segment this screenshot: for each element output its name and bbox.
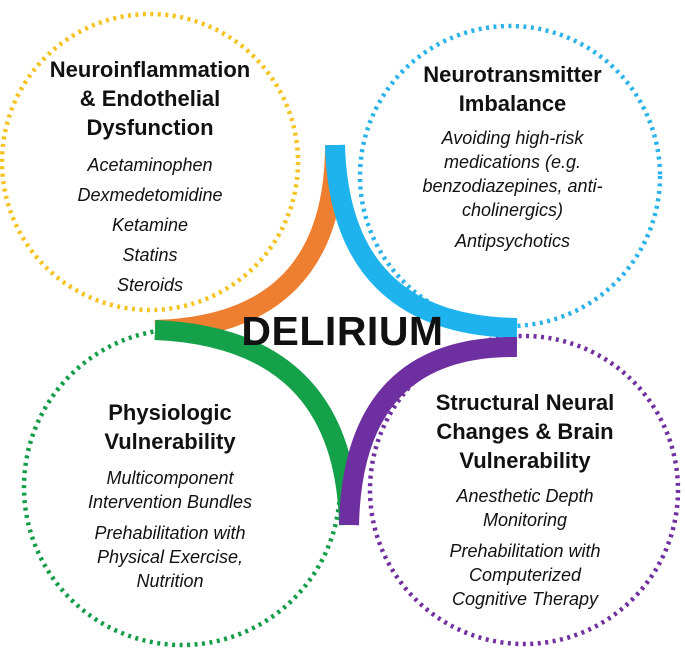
circle-bottom-right [367, 333, 681, 647]
intervention-item: Intervention Bundles [87, 492, 253, 512]
circle-title-line: Vulnerability [104, 429, 236, 454]
intervention-item: Computerized [468, 565, 582, 585]
circle-top-right [357, 23, 663, 329]
intervention-item: Multicomponent [106, 468, 234, 488]
intervention-item: Antipsychotics [454, 231, 571, 251]
circle-top-left [0, 11, 301, 313]
intervention-item: Cognitive Therapy [451, 589, 599, 609]
arc-blue [325, 144, 518, 338]
intervention-item: medications (e.g. [443, 152, 582, 172]
circle-title-line: & Endothelial [79, 86, 221, 111]
intervention-item: Avoiding high-risk [441, 128, 584, 148]
intervention-item: Prehabilitation with [449, 541, 601, 561]
circle-title-line: Physiologic [108, 400, 232, 425]
intervention-item: benzodiazepines, anti- [422, 176, 603, 196]
circle-title-line: Neuroinflammation [49, 57, 251, 82]
circle-title-line: Dysfunction [86, 115, 214, 140]
circle-title-line: Vulnerability [459, 448, 591, 473]
circle-title-line: Neurotransmitter [423, 62, 602, 87]
circle-top-right-text: Neurotransmitter Imbalance Avoiding high… [390, 60, 635, 253]
center-title: DELIRIUM [241, 308, 444, 354]
circle-top-left-text: Neuroinflammation & Endothelial Dysfunct… [20, 55, 280, 300]
intervention-item: Monitoring [482, 510, 568, 530]
circle-bottom-right-text: Structural Neural Changes & Brain Vulner… [405, 388, 645, 611]
intervention-item: Physical Exercise, [96, 547, 244, 567]
circle-title-line: Imbalance [458, 91, 567, 116]
intervention-item: Anesthetic Depth [456, 486, 594, 506]
intervention-item: Statins [122, 245, 178, 265]
intervention-item: Steroids [116, 275, 184, 295]
intervention-item: cholinergics) [461, 200, 564, 220]
intervention-item: Nutrition [136, 571, 204, 591]
circle-bottom-left-text: Physiologic Vulnerability Multicomponent… [40, 398, 300, 593]
intervention-item: Prehabilitation with [94, 523, 246, 543]
intervention-item: Ketamine [111, 215, 189, 235]
circle-title-line: Changes & Brain [436, 419, 614, 444]
intervention-item: Dexmedetomidine [77, 185, 223, 205]
arc-purple [339, 336, 518, 526]
intervention-item: Acetaminophen [87, 155, 213, 175]
circle-title-line: Structural Neural [435, 390, 615, 415]
